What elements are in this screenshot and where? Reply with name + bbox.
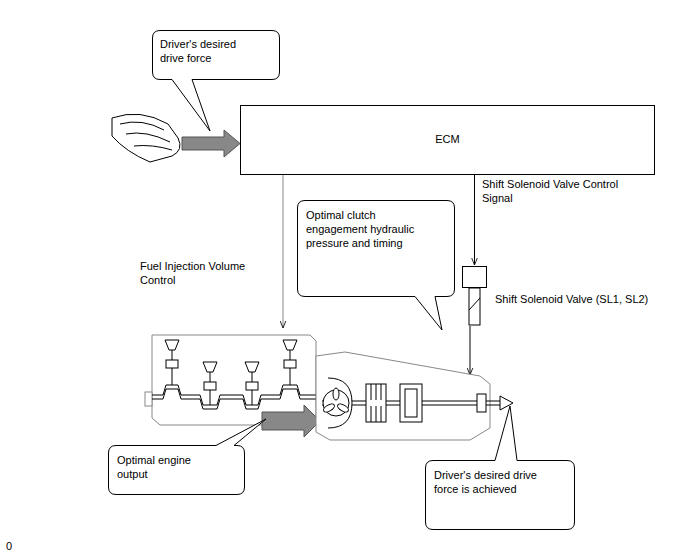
bubble-border bbox=[298, 201, 455, 331]
callout-bubble: Optimal clutch engagement hydraulic pres… bbox=[297, 200, 455, 297]
gear-train bbox=[371, 384, 372, 400]
cylinders bbox=[252, 390, 253, 405]
gear-train bbox=[333, 388, 339, 400]
crankshaft bbox=[152, 385, 322, 409]
cylinders bbox=[246, 382, 258, 390]
cylinders bbox=[245, 362, 259, 372]
gear-train bbox=[381, 406, 382, 422]
bubble-border bbox=[426, 406, 575, 530]
gear-train bbox=[322, 378, 513, 428]
solenoid-head bbox=[463, 267, 487, 288]
callout-bubble: Optimal engine output bbox=[108, 445, 245, 495]
node-text: ECM bbox=[246, 133, 649, 147]
cylinders bbox=[172, 350, 173, 360]
bubble-border bbox=[109, 419, 267, 495]
node-text: Optimal engine output bbox=[117, 454, 209, 482]
solenoid-valve-outline bbox=[462, 266, 487, 326]
fuel-injection-signal-line bbox=[283, 175, 284, 328]
cylinders bbox=[290, 368, 291, 385]
cylinders bbox=[210, 372, 211, 382]
transmission bbox=[316, 352, 490, 440]
gear-train bbox=[400, 384, 422, 422]
cylinders bbox=[204, 382, 216, 390]
control-unit-box: ECM bbox=[240, 105, 655, 175]
gear-train bbox=[405, 389, 417, 417]
hydraulic-signal-line bbox=[470, 326, 471, 375]
gear-train bbox=[376, 406, 377, 422]
foot-pedal bbox=[134, 146, 172, 151]
foot-pedal bbox=[112, 114, 180, 162]
text-block: Optimal clutch engagement hydraulic pres… bbox=[297, 200, 433, 259]
transmission bbox=[316, 352, 490, 440]
cylinders bbox=[203, 362, 217, 372]
signal-arrow bbox=[474, 175, 475, 265]
node-text: Driver's desired drive force bbox=[160, 38, 252, 66]
solenoid-valve: Shift Solenoid Valve (SL1, SL2) bbox=[462, 266, 487, 326]
box-border bbox=[241, 106, 655, 175]
signal-label: Shift Solenoid Valve Control Signal bbox=[482, 178, 637, 206]
cylinders bbox=[210, 390, 211, 405]
gear-train bbox=[500, 396, 513, 410]
foot-pedal bbox=[120, 122, 164, 130]
node-text: Driver's desired drive force is achieved bbox=[434, 469, 552, 497]
foot-pedal bbox=[112, 114, 180, 162]
crankshaft bbox=[152, 389, 322, 409]
gear-train bbox=[366, 384, 386, 422]
foot-pedal bbox=[126, 133, 170, 142]
solenoid-body bbox=[469, 288, 480, 325]
gear-train bbox=[477, 394, 486, 412]
cylinders bbox=[165, 340, 179, 350]
gear-train bbox=[376, 384, 377, 400]
driver-input-arrow bbox=[182, 130, 240, 157]
callout-bubble: Driver's desired drive force is achieved bbox=[425, 460, 575, 530]
cylinders bbox=[284, 360, 296, 368]
text-block: Optimal engine output bbox=[108, 445, 218, 491]
gear-train bbox=[371, 406, 372, 422]
cylinders bbox=[252, 372, 253, 382]
cylinders bbox=[166, 360, 178, 368]
gear-train bbox=[336, 402, 349, 413]
engine bbox=[145, 392, 152, 406]
text-block: Driver's desired drive force bbox=[152, 30, 260, 74]
text-block: Shift Solenoid Valve (SL1, SL2) bbox=[495, 293, 648, 307]
engine-output-arrow bbox=[262, 405, 320, 437]
cylinders bbox=[172, 368, 173, 385]
signal-label: 0 bbox=[6, 540, 26, 554]
crankshaft bbox=[152, 385, 322, 405]
node-text: Optimal clutch engagement hydraulic pres… bbox=[306, 209, 424, 250]
callout-bubble: Driver's desired drive force bbox=[152, 30, 280, 80]
gear-train bbox=[381, 384, 382, 400]
text-block: Driver's desired drive force is achieved bbox=[425, 460, 561, 506]
signal-label: Fuel Injection Volume Control bbox=[140, 260, 258, 288]
text-block: ECM bbox=[240, 127, 655, 153]
cylinders bbox=[283, 340, 297, 350]
solenoid-body bbox=[469, 298, 480, 310]
gear-train bbox=[322, 402, 335, 413]
cylinders bbox=[290, 350, 291, 360]
part-name: Shift Solenoid Valve (SL1, SL2) bbox=[495, 293, 648, 307]
